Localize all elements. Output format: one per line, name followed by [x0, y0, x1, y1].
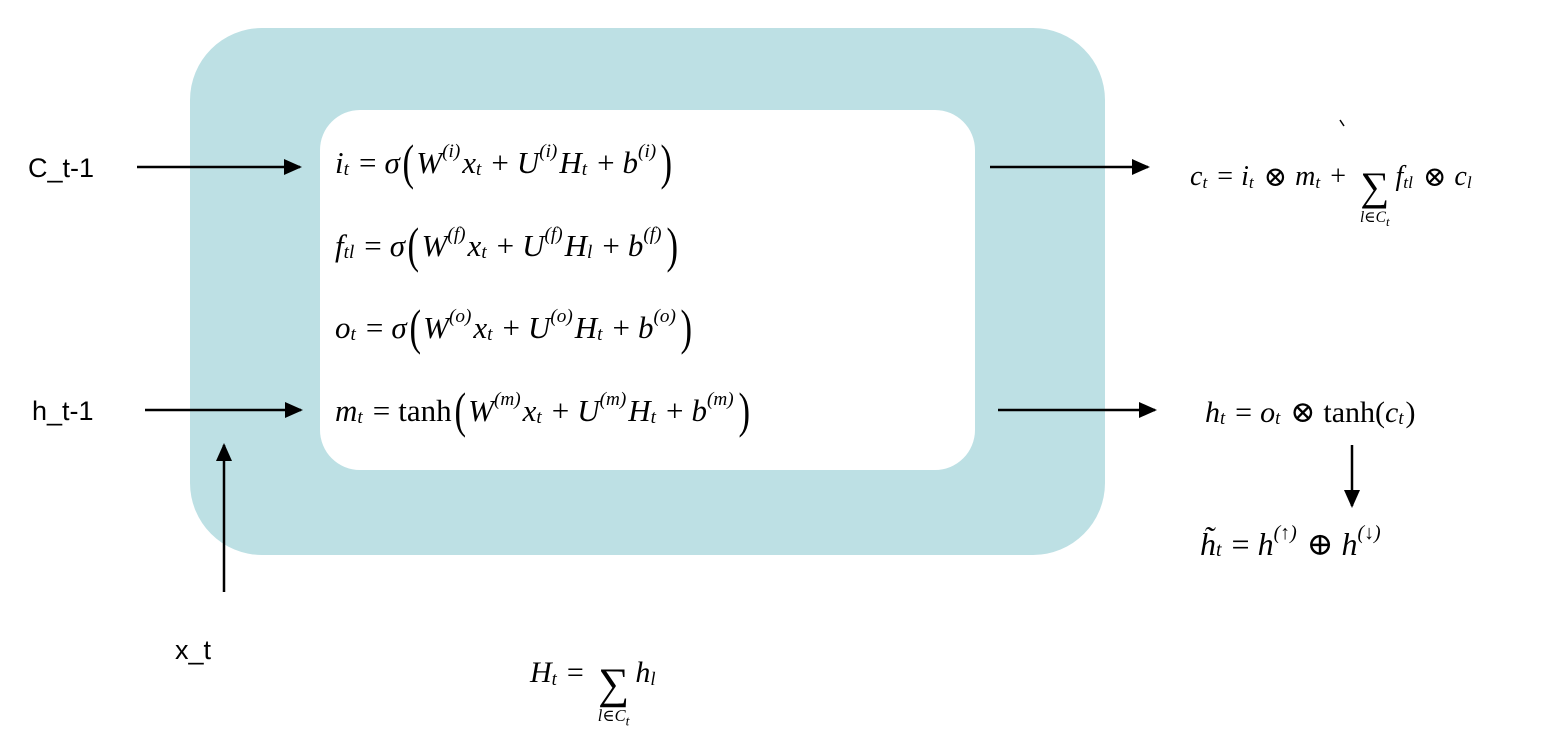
stray-mark [1340, 120, 1344, 126]
